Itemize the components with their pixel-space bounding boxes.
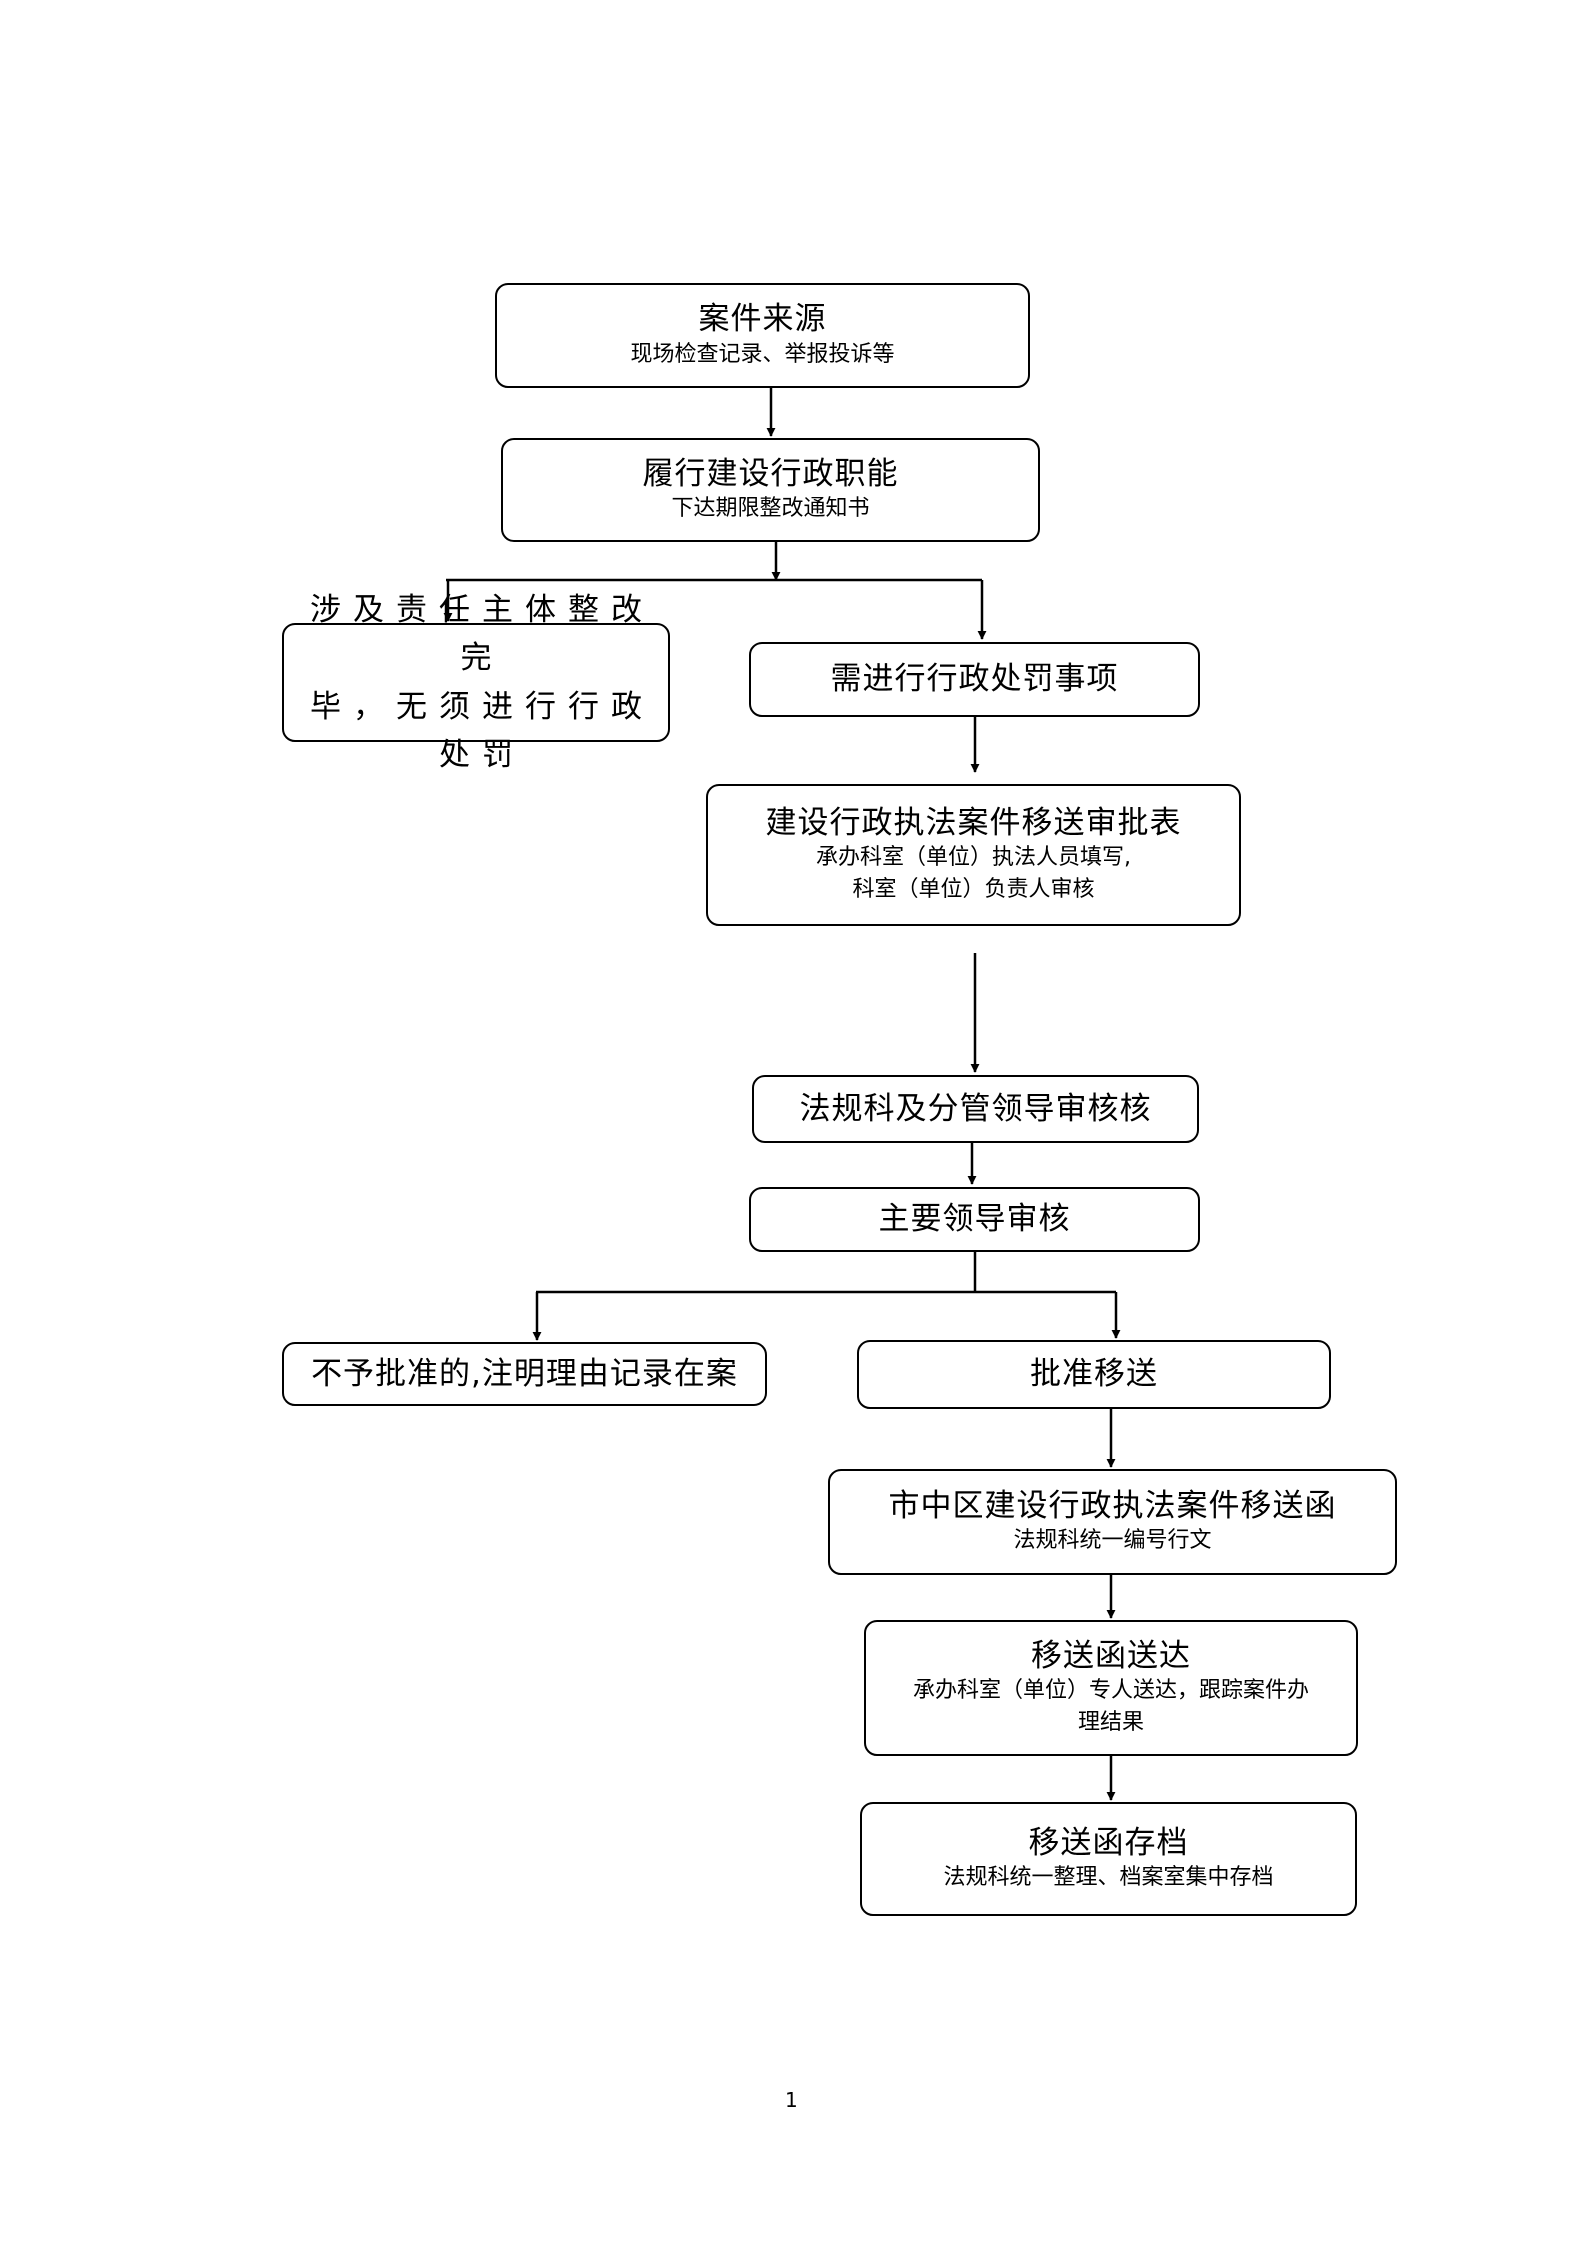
page-number: 1 [785,2088,798,2112]
node-title: 移送函存档 [1028,1824,1189,1861]
node-title: 案件来源 [698,301,827,338]
node-title: 批准移送 [1030,1356,1158,1393]
node-approved: 批准移送 [857,1340,1331,1409]
node-subtitle: 法规科统一编号行文 [1013,1528,1212,1554]
node-rectified: 涉及责任主体整改完 毕，无须进行行政处罚 [282,592,670,773]
node-subtitle: 下达期限整改通知书 [671,496,870,522]
node-perform-duties: 履行建设行政职能 下达期限整改通知书 [501,438,1040,542]
node-title: 需进行行政处罚事项 [830,661,1119,698]
node-title: 法规科及分管领导审核核 [799,1090,1152,1127]
node-subtitle: 理结果 [1077,1710,1144,1736]
node-title: 建设行政执法案件移送审批表 [765,804,1182,841]
node-subtitle: 承办科室（单位）专人送达，跟踪案件办 [912,1678,1309,1704]
node-not-approved: 不予批准的,注明理由记录在案 [282,1342,767,1406]
node-legal-review: 法规科及分管领导审核核 [752,1075,1199,1143]
node-need-penalty: 需进行行政处罚事项 [749,642,1200,717]
node-title: 履行建设行政职能 [642,455,899,492]
node-delivery: 移送函送达 承办科室（单位）专人送达，跟踪案件办 理结果 [864,1620,1358,1756]
node-subtitle: 法规科统一整理、档案室集中存档 [943,1865,1274,1891]
node-title: 主要领导审核 [878,1201,1071,1238]
node-main-leader: 主要领导审核 [749,1187,1200,1252]
node-title: 市中区建设行政执法案件移送函 [888,1487,1337,1524]
node-transfer-letter: 市中区建设行政执法案件移送函 法规科统一编号行文 [828,1469,1397,1575]
node-line: 毕，无须进行行政处罚 [310,688,654,773]
node-subtitle: 科室（单位）负责人审核 [852,877,1095,903]
node-case-source: 案件来源 现场检查记录、举报投诉等 [495,283,1030,388]
node-subtitle: 现场检查记录、举报投诉等 [630,341,895,367]
node-title: 不予批准的,注明理由记录在案 [311,1355,738,1392]
node-transfer-form: 建设行政执法案件移送审批表 承办科室（单位）执法人员填写, 科室（单位）负责人审… [706,784,1241,926]
node-title: 移送函送达 [1031,1637,1191,1674]
node-line: 涉及责任主体整改完 [310,592,654,677]
node-archive: 移送函存档 法规科统一整理、档案室集中存档 [860,1802,1357,1916]
node-subtitle: 承办科室（单位）执法人员填写, [816,845,1131,871]
